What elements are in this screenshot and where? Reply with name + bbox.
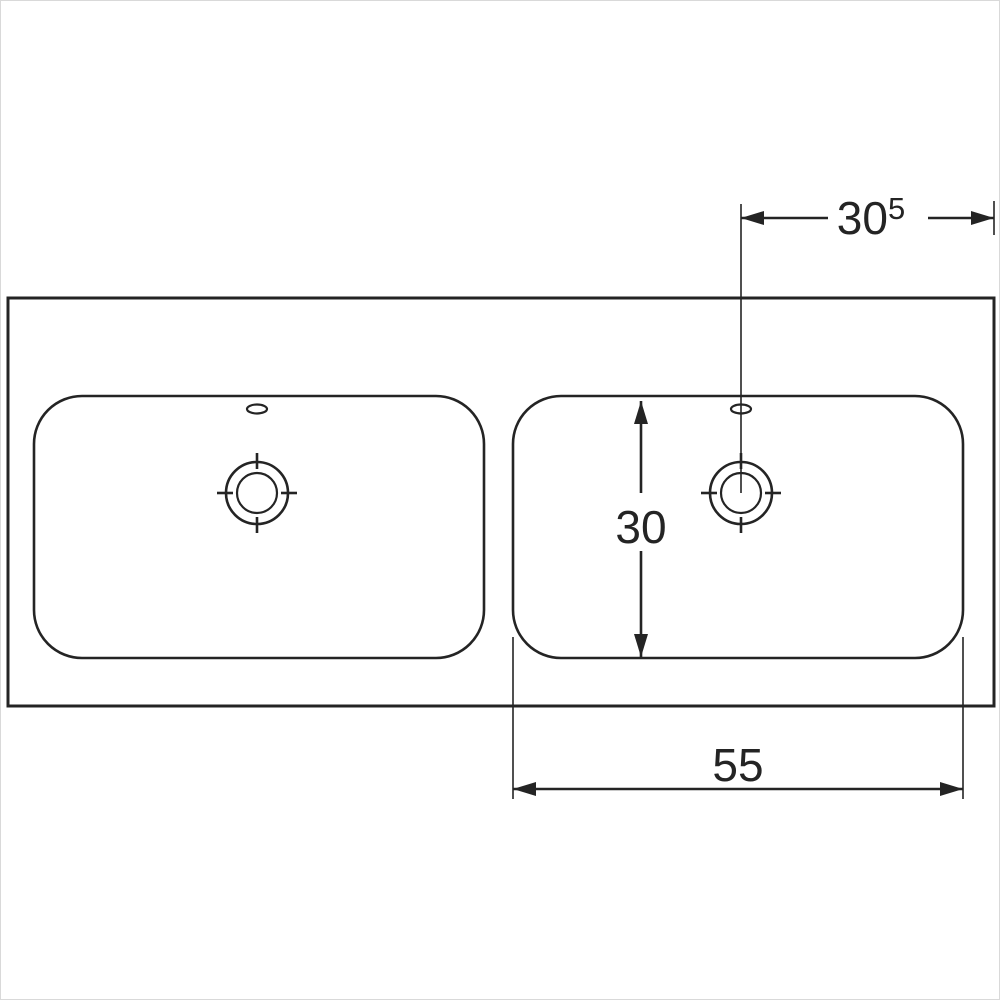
arrowhead-left-icon [741, 211, 764, 225]
countertop-outline [6, 296, 996, 708]
drain-outer-circle [224, 460, 290, 526]
dimension-value: 30 [837, 192, 888, 244]
left-drain-icon [217, 453, 297, 533]
right-basin-outline [511, 394, 965, 660]
dimension-basin-width: 55 [512, 637, 964, 799]
drain-inner-circle [235, 471, 279, 515]
arrowhead-right-icon [940, 782, 963, 796]
dimension-label-basin-depth: 30 [615, 501, 666, 553]
dimension-tap-offset: 305 [740, 191, 995, 493]
dimension-basin-depth: 30 [607, 401, 675, 657]
arrowhead-right-icon [971, 211, 994, 225]
label-backing [828, 191, 928, 243]
left-basin-outline [32, 394, 486, 660]
dimension-label-tap-offset: 305 [837, 191, 905, 244]
arrowhead-left-icon [513, 782, 536, 796]
label-backing [607, 493, 675, 551]
dimension-superscript: 5 [888, 191, 905, 226]
arrowhead-down-icon [634, 634, 648, 657]
dimension-label-basin-width: 55 [712, 739, 763, 791]
arrowhead-up-icon [634, 401, 648, 424]
left-tap-hole-icon [245, 403, 269, 415]
